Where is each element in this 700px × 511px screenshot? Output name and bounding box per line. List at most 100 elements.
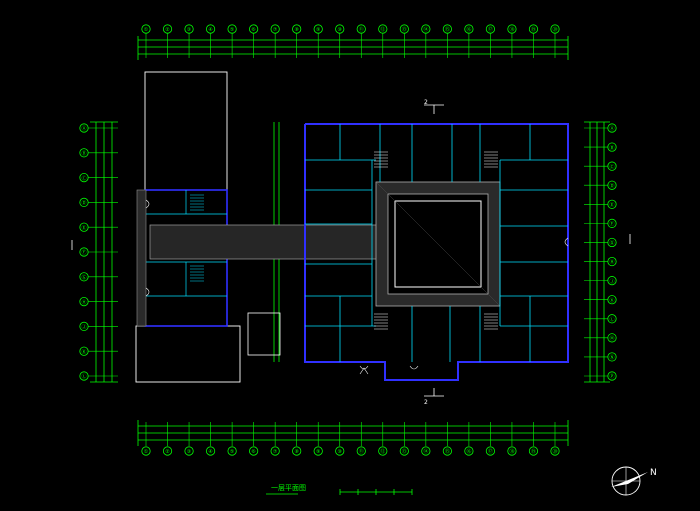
axis-bubble-axis-top-3 (205, 24, 216, 34)
axis-label-axis-top-17: ⑱ (509, 26, 514, 33)
axis-bubble-axis-top-10 (356, 24, 366, 34)
axis-bubble-axis-bottom-5 (249, 446, 259, 456)
axis-label-axis-top-7: ⑧ (294, 27, 299, 33)
bottom-dimension-strip (137, 420, 569, 446)
axis-bubble-axis-bottom-11 (378, 446, 388, 456)
axis-bubble-axis-top-14 (442, 24, 452, 34)
axis-bubble-axis-top-2 (184, 24, 194, 34)
axis-label-axis-top-5: ⑥ (251, 27, 256, 33)
axis-bubble-axis-right-9 (607, 295, 617, 305)
axis-bubble-axis-top-11 (378, 24, 388, 34)
axis-bubble-axis-left-10 (79, 371, 89, 381)
axis-bubble-axis-right-7 (607, 256, 617, 267)
axis-label-axis-bottom-18: ⑲ (531, 448, 536, 455)
svg-text:2: 2 (424, 399, 428, 406)
axis-bubble-axis-top-9 (335, 24, 345, 34)
axis-bubble-axis-left-2 (79, 173, 89, 183)
axis-bubble-axis-bottom-15 (464, 446, 474, 456)
axis-bubble-axis-right-11 (607, 333, 617, 343)
axis-label-axis-left-7: Ⓗ (81, 299, 86, 306)
axis-bubble-axis-right-1 (607, 142, 617, 152)
axis-label-axis-bottom-8: ⑨ (316, 449, 320, 455)
axis-label-axis-left-9: Ⓚ (81, 348, 86, 355)
axis-label-axis-top-15: ⑯ (466, 26, 471, 33)
plan-title: 一层平面图 (271, 484, 306, 492)
axis-bubble-axis-bottom-18 (528, 446, 539, 456)
axis-label-axis-left-6: Ⓖ (81, 274, 86, 281)
axis-label-axis-bottom-1: ② (165, 449, 170, 455)
axis-label-axis-bottom-9: ⑩ (337, 449, 342, 455)
axis-bubble-axis-right-6 (607, 237, 617, 248)
axis-label-axis-bottom-0: ① (144, 449, 149, 455)
right-dimension-strip (584, 121, 610, 383)
axis-label-axis-top-11: ⑫ (380, 26, 385, 33)
axis-label-axis-bottom-10: ⑪ (359, 448, 364, 455)
axis-bubble-axis-bottom-0 (141, 446, 151, 456)
axis-label-axis-right-10: Ⓛ (609, 316, 614, 323)
axis-bubble-axis-bottom-13 (421, 446, 431, 456)
axis-label-axis-top-9: ⑩ (337, 27, 342, 33)
axis-label-axis-top-13: ⑭ (423, 26, 428, 33)
axis-label-axis-left-2: Ⓒ (81, 175, 86, 182)
axis-label-axis-left-1: Ⓑ (81, 150, 86, 157)
axis-label-axis-top-14: ⑮ (445, 26, 450, 33)
axis-bubble-axis-top-15 (464, 24, 474, 34)
axis-label-axis-top-6: ⑦ (273, 27, 278, 33)
axis-bubble-axis-right-2 (607, 161, 617, 171)
axis-label-axis-right-9: Ⓚ (609, 297, 614, 304)
axis-label-axis-right-11: Ⓜ (609, 335, 614, 342)
axis-label-axis-top-10: ⑪ (359, 26, 364, 33)
axis-bubble-axis-bottom-16 (485, 446, 496, 456)
axis-label-axis-top-8: ⑨ (316, 27, 320, 33)
axis-bubble-axis-right-10 (607, 314, 617, 324)
axis-label-axis-right-1: Ⓑ (609, 144, 614, 151)
axis-label-axis-right-6: Ⓖ (609, 240, 614, 247)
axis-bubble-axis-left-5 (79, 247, 89, 257)
axis-label-axis-left-4: Ⓔ (81, 224, 86, 231)
axis-bubble-axis-bottom-9 (335, 446, 345, 456)
section-mark-bottom: 2 (424, 388, 444, 406)
section-mark-top: 2 (424, 99, 444, 114)
axis-label-axis-left-5: Ⓕ (81, 249, 86, 256)
axis-label-axis-bottom-17: ⑱ (509, 448, 514, 455)
axis-bubble-axis-bottom-14 (442, 446, 452, 456)
axis-bubble-axis-top-17 (507, 24, 517, 34)
axis-bubble-axis-top-0 (141, 24, 151, 34)
axis-label-axis-bottom-4: ⑤ (230, 449, 234, 455)
axis-bubble-axis-bottom-8 (313, 446, 323, 456)
axis-label-axis-right-8: Ⓙ (609, 278, 614, 285)
top-dimension-strip (137, 36, 569, 60)
svg-text:2: 2 (424, 99, 428, 106)
axis-label-axis-bottom-13: ⑭ (423, 448, 428, 455)
axis-bubble-axis-right-5 (607, 218, 617, 228)
axis-bubble-axis-bottom-2 (184, 446, 194, 456)
axis-bubble-axis-top-4 (227, 24, 237, 34)
plan-title-block: 一层平面图 (266, 484, 306, 495)
axis-label-axis-right-5: Ⓕ (609, 221, 614, 228)
main-block (145, 123, 569, 381)
axis-label-axis-right-3: Ⓓ (609, 182, 614, 189)
axis-label-axis-bottom-16: ⑰ (488, 448, 493, 455)
door-symbols (145, 199, 569, 375)
axis-bubble-axis-bottom-17 (507, 446, 517, 456)
axis-bubble-axis-bottom-10 (356, 446, 366, 456)
north-arrow-icon: N (611, 466, 657, 496)
axis-label-axis-top-0: ① (144, 27, 149, 33)
axis-bubble-axis-top-16 (485, 24, 496, 34)
axis-bubble-axis-top-1 (162, 24, 173, 34)
axis-bubble-axis-bottom-1 (162, 446, 173, 456)
axis-label-axis-bottom-11: ⑫ (380, 448, 385, 455)
axis-bubble-axis-right-13 (607, 371, 617, 381)
axis-label-axis-top-18: ⑲ (531, 26, 536, 33)
axis-bubble-axis-top-13 (421, 24, 431, 34)
axis-label-axis-bottom-15: ⑯ (466, 448, 471, 455)
axis-label-axis-bottom-7: ⑧ (294, 449, 299, 455)
axis-bubble-axis-right-0 (607, 123, 617, 133)
axis-bubble-axis-top-8 (313, 24, 323, 34)
axis-bubble-axis-bottom-4 (227, 446, 237, 456)
axis-label-axis-top-16: ⑰ (488, 26, 493, 33)
axis-label-axis-top-3: ④ (208, 27, 213, 33)
